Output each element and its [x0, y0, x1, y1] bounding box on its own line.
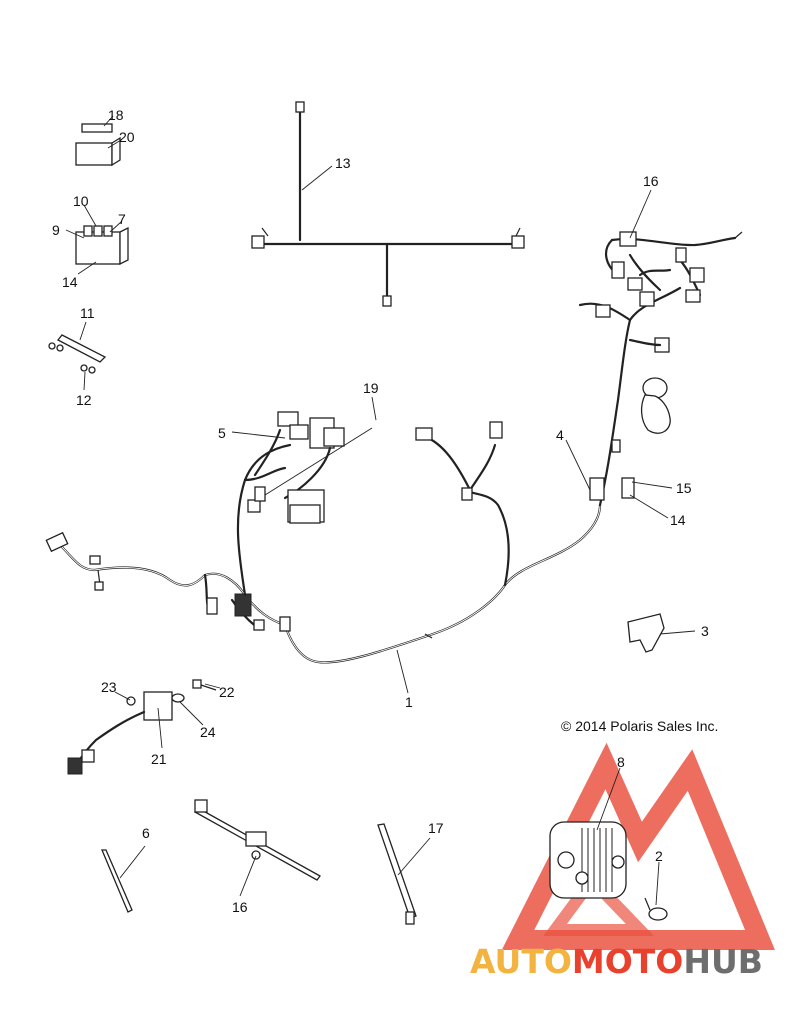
sub-harness-13	[251, 101, 525, 307]
callout-6: 6	[142, 825, 150, 841]
callout-8: 8	[617, 754, 625, 770]
leader-lines	[65, 115, 696, 906]
callout-7: 7	[118, 211, 126, 227]
clip-3	[627, 613, 665, 653]
callout-21: 21	[151, 751, 167, 767]
callout-10: 10	[73, 193, 89, 209]
callout-15: 15	[676, 480, 692, 496]
harness-16-cluster	[604, 231, 743, 307]
watermark-text: AUTOMOTOHUB	[470, 942, 763, 981]
callout-24: 24	[200, 724, 216, 740]
watermark-auto: AUTO	[470, 942, 572, 981]
callout-19: 19	[363, 380, 379, 396]
regulator-8	[549, 821, 668, 921]
callout-3: 3	[701, 623, 709, 639]
callout-14a: 14	[62, 274, 78, 290]
callout-4: 4	[556, 427, 564, 443]
callout-2: 2	[655, 848, 663, 864]
cable-ties	[101, 799, 417, 925]
watermark-moto: MOTO	[572, 942, 683, 981]
callout-23: 23	[101, 679, 117, 695]
callout-12: 12	[76, 392, 92, 408]
switch-21-hardware	[67, 679, 217, 775]
copyright-notice: © 2014 Polaris Sales Inc.	[561, 718, 718, 734]
callout-11: 11	[80, 305, 95, 321]
callout-1: 1	[405, 694, 413, 710]
callout-labels: 1 2 3 4 5 6 7 8 9 10 11 12 13 14 14 15 1…	[52, 107, 709, 915]
callout-17: 17	[428, 820, 444, 836]
callout-16b: 16	[232, 899, 248, 915]
watermark-logo	[501, 742, 775, 950]
callout-5: 5	[218, 425, 226, 441]
callout-13: 13	[335, 155, 351, 171]
callout-16a: 16	[643, 173, 659, 189]
watermark-hub: HUB	[683, 942, 763, 981]
main-harness	[45, 286, 682, 664]
callout-18: 18	[108, 107, 124, 123]
callout-20: 20	[119, 129, 135, 145]
callout-22: 22	[219, 684, 235, 700]
callout-9: 9	[52, 222, 60, 238]
callout-14b: 14	[670, 512, 686, 528]
bracket-11-screws-12	[48, 334, 107, 374]
